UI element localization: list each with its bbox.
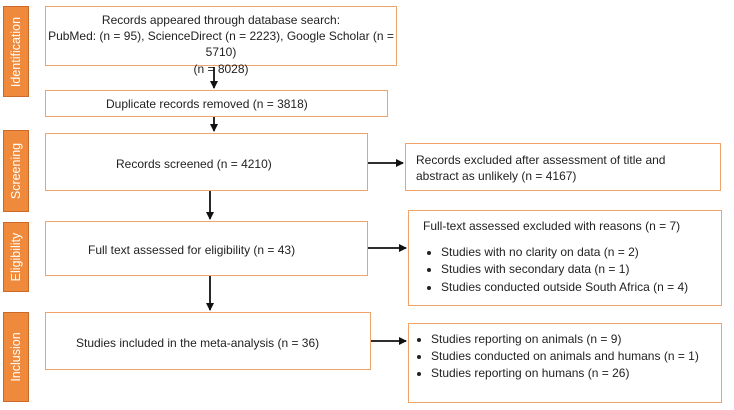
fulltext-excluded-title: Full-text assessed excluded with reasons… xyxy=(423,219,681,233)
screening-excluded-box: Records excluded after assessment of tit… xyxy=(405,143,721,191)
stage-screening: Screening xyxy=(3,130,29,212)
included-breakdown-list: Studies reporting on animals (n = 9) Stu… xyxy=(413,331,713,382)
included-breakdown-box: Studies reporting on animals (n = 9) Stu… xyxy=(408,323,722,403)
list-item: Studies conducted on animals and humans … xyxy=(431,348,713,364)
included-text: Studies included in the meta-analysis (n… xyxy=(76,336,320,350)
fulltext-excluded-list: Studies with no clarity on data (n = 2) … xyxy=(423,244,713,295)
stage-eligibility: Eligibility xyxy=(3,222,29,292)
duplicates-text: Duplicate records removed (n = 3818) xyxy=(106,97,308,111)
identification-line-3: (n = 8028) xyxy=(193,61,249,76)
fulltext-excluded-box: Full-text assessed excluded with reasons… xyxy=(408,210,722,306)
screening-box: Records screened (n = 4210) xyxy=(45,133,368,191)
list-item: Studies reporting on animals (n = 9) xyxy=(431,331,713,347)
list-item: Studies with secondary data (n = 1) xyxy=(441,261,713,277)
identification-box: Records appeared through database search… xyxy=(45,6,397,76)
stage-inclusion: Inclusion xyxy=(3,312,29,402)
list-item: Studies with no clarity on data (n = 2) xyxy=(441,244,713,260)
screening-excluded-text: Records excluded after assessment of tit… xyxy=(416,153,666,184)
stage-identification: Identification xyxy=(3,6,29,97)
duplicates-box: Duplicate records removed (n = 3818) xyxy=(45,90,388,117)
identification-line-2: PubMed: (n = 95), ScienceDirect (n = 222… xyxy=(48,29,394,60)
list-item: Studies conducted outside South Africa (… xyxy=(441,279,713,295)
included-box: Studies included in the meta-analysis (n… xyxy=(45,312,371,370)
list-item: Studies reporting on humans (n = 26) xyxy=(431,365,713,381)
eligibility-text: Full text assessed for eligibility (n = … xyxy=(88,243,296,257)
identification-line-1: Records appeared through database search… xyxy=(101,13,341,27)
screened-text: Records screened (n = 4210) xyxy=(116,157,272,171)
eligibility-box: Full text assessed for eligibility (n = … xyxy=(45,221,368,276)
